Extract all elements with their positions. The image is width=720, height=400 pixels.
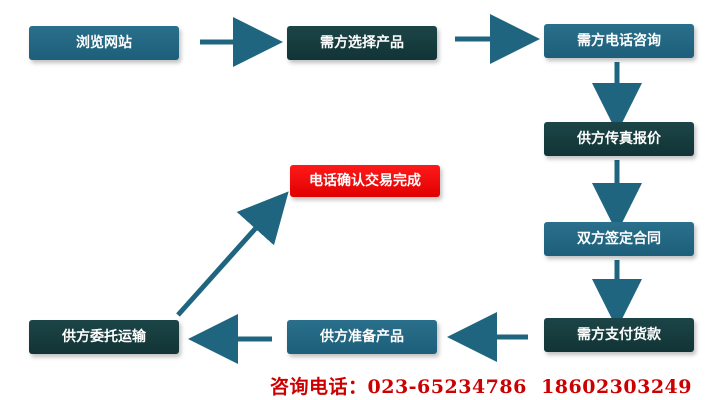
- contact-phone-mobile: 18602303249: [541, 376, 692, 398]
- step-fax-quote: 供方传真报价: [544, 122, 694, 156]
- contact-label: 咨询电话：: [270, 376, 368, 398]
- contact-phone-landline: 023-65234786: [367, 376, 527, 398]
- step-browse-website: 浏览网站: [29, 26, 179, 60]
- step-pay-goods: 需方支付货款: [544, 318, 694, 352]
- step-sign-contract: 双方签定合同: [544, 222, 694, 256]
- arrow-ship-to-confirm: [176, 191, 289, 317]
- step-select-product: 需方选择产品: [287, 26, 437, 60]
- step-phone-consult: 需方电话咨询: [544, 24, 694, 58]
- step-phone-confirm-complete: 电话确认交易完成: [290, 165, 440, 197]
- step-prepare-product: 供方准备产品: [287, 320, 437, 354]
- step-arrange-shipping: 供方委托运输: [29, 320, 179, 354]
- contact-phone-line: 咨询电话：023-65234786 18602303249: [270, 372, 692, 399]
